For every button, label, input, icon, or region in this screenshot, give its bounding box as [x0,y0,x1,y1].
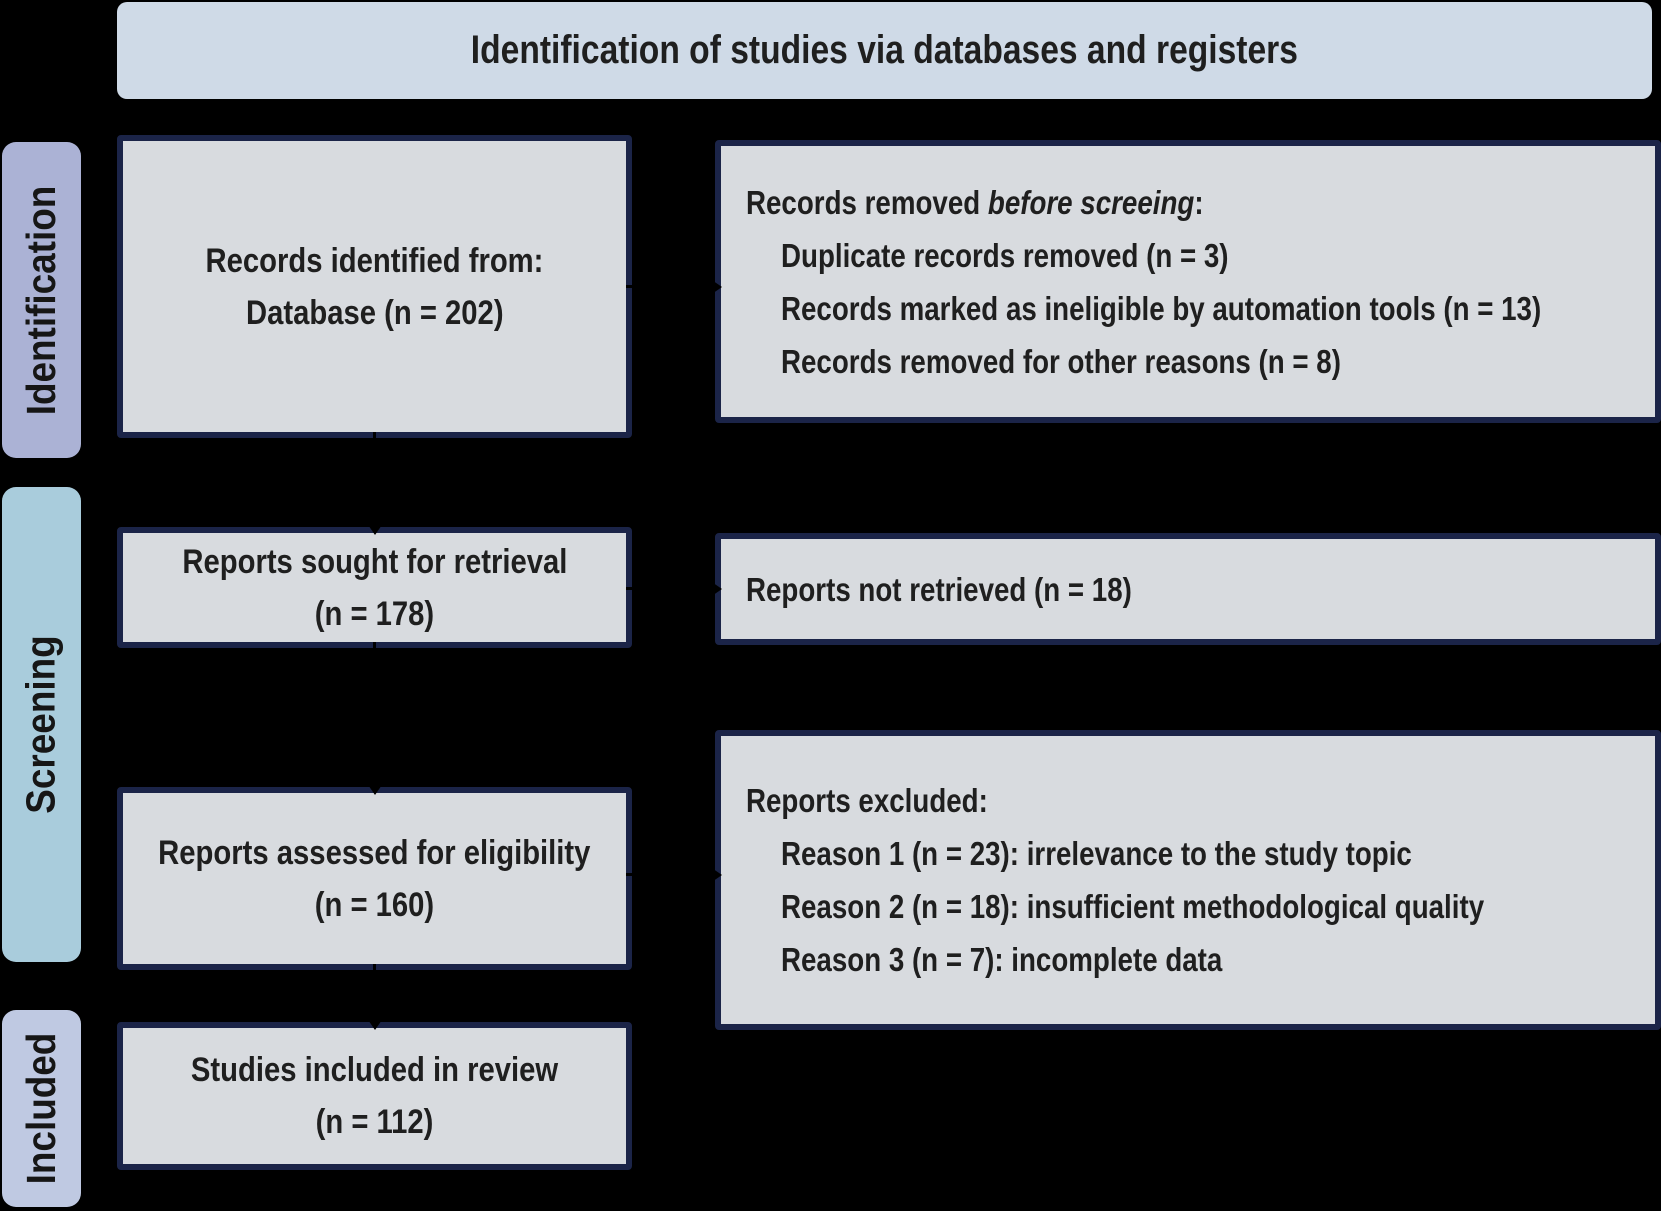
records-removed-item-other: Records removed for other reasons (n = 8… [781,342,1341,380]
reports-assessed-line2: (n = 160) [314,885,435,924]
diagram-title: Identification of studies via databases … [470,28,1299,72]
arrowhead-down-icon [364,1014,386,1030]
arrow-shaft [373,642,376,782]
arrowhead-down-icon [364,779,386,795]
records-removed-item-duplicates: Duplicate records removed (n = 3) [781,236,1229,274]
arrowhead-right-icon [706,864,722,886]
arrow-shaft [373,432,376,522]
stage-bar-included: Included [2,1010,81,1207]
records-removed-heading: Records removed before screeing: [746,183,1204,221]
reports-excluded-reason2: Reason 2 (n = 18): insufficient methodol… [781,888,1485,925]
reports-excluded-reason1: Reason 1 (n = 23): irrelevance to the st… [781,835,1412,872]
studies-included-line1: Studies included in review [190,1051,559,1089]
arrow-shaft [373,964,376,1016]
box-reports-excluded: Reports excluded: Reason 1 (n = 23): irr… [715,730,1661,1030]
stage-label-screening: Screening [18,635,65,814]
reports-not-retrieved-text: Reports not retrieved (n = 18) [746,570,1132,608]
records-identified-line2: Database (n = 202) [245,293,504,332]
records-removed-item-automation: Records marked as ineligible by automati… [781,289,1542,327]
reports-excluded-heading: Reports excluded: [746,782,988,819]
reports-assessed-line1: Reports assessed for eligibility [158,833,591,872]
stage-bar-identification: Identification [2,142,81,458]
box-reports-assessed: Reports assessed for eligibility (n = 16… [117,787,632,970]
reports-sought-line2: (n = 178) [314,594,435,633]
box-studies-included: Studies included in review (n = 112) [117,1022,632,1170]
arrowhead-right-icon [706,578,722,600]
arrowhead-down-icon [364,519,386,535]
diagram-title-bar: Identification of studies via databases … [117,2,1652,99]
arrowhead-right-icon [706,276,722,298]
reports-excluded-reason3: Reason 3 (n = 7): incomplete data [781,941,1223,978]
box-reports-sought: Reports sought for retrieval (n = 178) [117,527,632,648]
studies-included-line2: (n = 112) [315,1103,434,1141]
records-identified-line1: Records identified from: [205,241,544,280]
box-reports-not-retrieved: Reports not retrieved (n = 18) [715,533,1661,645]
arrow-shaft [626,873,710,876]
stage-label-included: Included [18,1032,65,1185]
stage-bar-screening: Screening [2,487,81,962]
arrow-shaft [626,587,710,590]
arrow-shaft [626,285,710,288]
box-records-removed: Records removed before screeing: Duplica… [715,140,1661,423]
reports-sought-line1: Reports sought for retrieval [181,542,568,581]
box-records-identified: Records identified from: Database (n = 2… [117,135,632,438]
stage-label-identification: Identification [18,185,65,415]
